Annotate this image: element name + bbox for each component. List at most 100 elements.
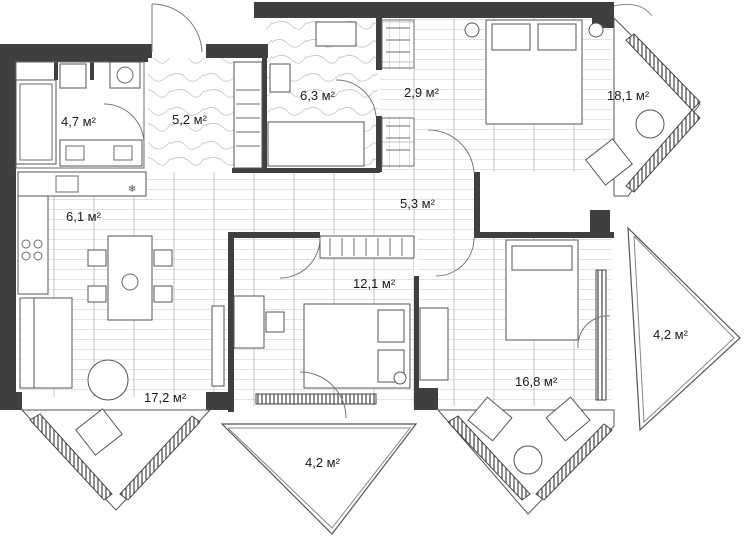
corridor-wardrobe-hangers — [329, 238, 403, 256]
bedroom-3-round-table — [513, 445, 543, 475]
bedroom-3-armchair-1 — [467, 396, 513, 442]
bedroom-3-radiator-2 — [447, 415, 531, 501]
floor-hallway — [148, 58, 234, 172]
master-radiator — [625, 33, 701, 111]
wall-left — [0, 44, 16, 410]
corridor-wardrobe — [319, 235, 415, 259]
dressing-shelves-bottom — [381, 117, 415, 167]
wall-mid-vertical-bath — [376, 18, 382, 70]
bedroom-2-nightstand — [393, 371, 407, 385]
bathroom-2-sink — [315, 21, 357, 47]
bathroom-2 — [267, 21, 377, 167]
hallway-wardrobe — [233, 61, 263, 169]
area-label-hallway: 5,2 м² — [172, 112, 208, 127]
bedroom-2-pillow-1 — [377, 309, 405, 343]
bedroom-3-radiator-3 — [535, 423, 613, 501]
wall-bedroom2-left — [228, 232, 234, 412]
nightstand-lamp-1-icon — [464, 22, 480, 38]
balcony-bottom-door-swing — [299, 371, 347, 419]
bedroom-3-pillow — [511, 245, 573, 271]
master-bed-pillow-2 — [537, 23, 577, 51]
bathroom-2-toilet — [269, 63, 291, 93]
area-label-corridor: 5,3 м² — [400, 196, 436, 211]
area-label-kitchen: 6,1 м² — [66, 209, 102, 224]
living-round-table — [87, 359, 129, 401]
wall-corridor-bottom-left — [228, 232, 320, 238]
living-room — [19, 235, 225, 511]
balcony-top-right-arc — [613, 3, 653, 17]
bedroom-3-wardrobe — [419, 307, 449, 381]
wall-bedroom-divider — [414, 276, 419, 410]
bathroom-1-door-swing — [103, 103, 145, 145]
wall-bath1-top — [16, 58, 148, 62]
sink-1 — [65, 145, 85, 161]
area-label-balcony-right: 4,2 м² — [653, 327, 689, 342]
wall-bath2-left — [262, 58, 267, 170]
living-radiator-2 — [119, 415, 201, 501]
bedroom-2-door-swing — [279, 237, 321, 279]
dining-chair-4 — [153, 285, 173, 303]
tv-stand — [211, 305, 225, 387]
balcony-right-railing — [633, 235, 735, 424]
bedroom-3-radiator — [595, 269, 607, 401]
bedroom-3 — [419, 239, 615, 515]
bedroom-master — [427, 16, 701, 197]
sink-2 — [113, 145, 133, 161]
master-bed-pillow-1 — [491, 23, 531, 51]
wardrobe-hangers — [236, 89, 260, 147]
dining-chair-1 — [87, 249, 107, 267]
desk-chair — [265, 311, 285, 333]
dining-chair-2 — [87, 285, 107, 303]
area-label-dressing: 2,9 м² — [404, 85, 440, 100]
area-label-balcony-bottom: 4,2 м² — [305, 455, 341, 470]
wall-pillar-bottom-mid — [206, 392, 234, 410]
bedroom-3-armchair-2 — [545, 396, 591, 442]
entrance-door-swing[interactable] — [151, 3, 203, 53]
dressing-room — [381, 19, 415, 167]
area-label-living: 17,2 м² — [144, 390, 187, 405]
stove-burner-1 — [21, 239, 31, 249]
wall-bath1-mid — [54, 62, 58, 80]
balconies — [220, 3, 741, 535]
balcony-bottom-railing — [227, 427, 412, 529]
wall-pillar-right — [590, 210, 610, 238]
bedroom-2 — [233, 295, 411, 419]
living-radiator-1 — [29, 413, 113, 501]
wall-top-right-stub — [592, 2, 614, 28]
hallway — [151, 3, 263, 169]
bathroom-1 — [15, 61, 145, 169]
nightstand-lamp-2-icon — [588, 22, 604, 38]
master-armchair — [585, 138, 633, 186]
bathroom-2-door-swing — [335, 79, 377, 117]
walls — [0, 2, 614, 412]
desk — [233, 295, 265, 349]
living-armchair — [75, 408, 123, 456]
master-bay-window — [613, 16, 701, 197]
dressing-hangers — [386, 27, 410, 151]
balcony-right — [627, 226, 741, 432]
wall-top-left-2 — [206, 44, 268, 58]
area-label-bedroom-3: 16,8 м² — [515, 374, 558, 389]
kitchen-counter-left — [17, 195, 49, 295]
area-labels: 4,7 м² 5,2 м² 6,3 м² 2,9 м² 18,1 м² 5,3 … — [61, 85, 689, 470]
sofa-back — [19, 297, 35, 389]
floor-wardrobe-strip-mid-2 — [380, 116, 414, 168]
toilet — [59, 63, 87, 89]
balcony-right-door-swing — [577, 315, 611, 349]
wall-top-left — [0, 44, 152, 58]
wall-pillar-bottom-right — [414, 388, 438, 410]
wall-mid-vertical-bath-2 — [376, 116, 382, 172]
stove-burner-4 — [33, 251, 43, 261]
bedroom-2-radiator — [255, 393, 377, 405]
stove-burner-3 — [21, 251, 31, 261]
wall-bottom-left-stub — [0, 392, 22, 410]
master-round-table — [635, 109, 665, 139]
area-label-bedroom-master: 18,1 м² — [607, 88, 650, 103]
bathtub — [15, 79, 57, 165]
master-radiator-2 — [625, 109, 701, 193]
balcony-bottom — [220, 423, 418, 535]
area-label-bedroom-2: 12,1 м² — [353, 276, 396, 291]
washing-machine — [109, 61, 141, 89]
vanity — [59, 139, 143, 167]
